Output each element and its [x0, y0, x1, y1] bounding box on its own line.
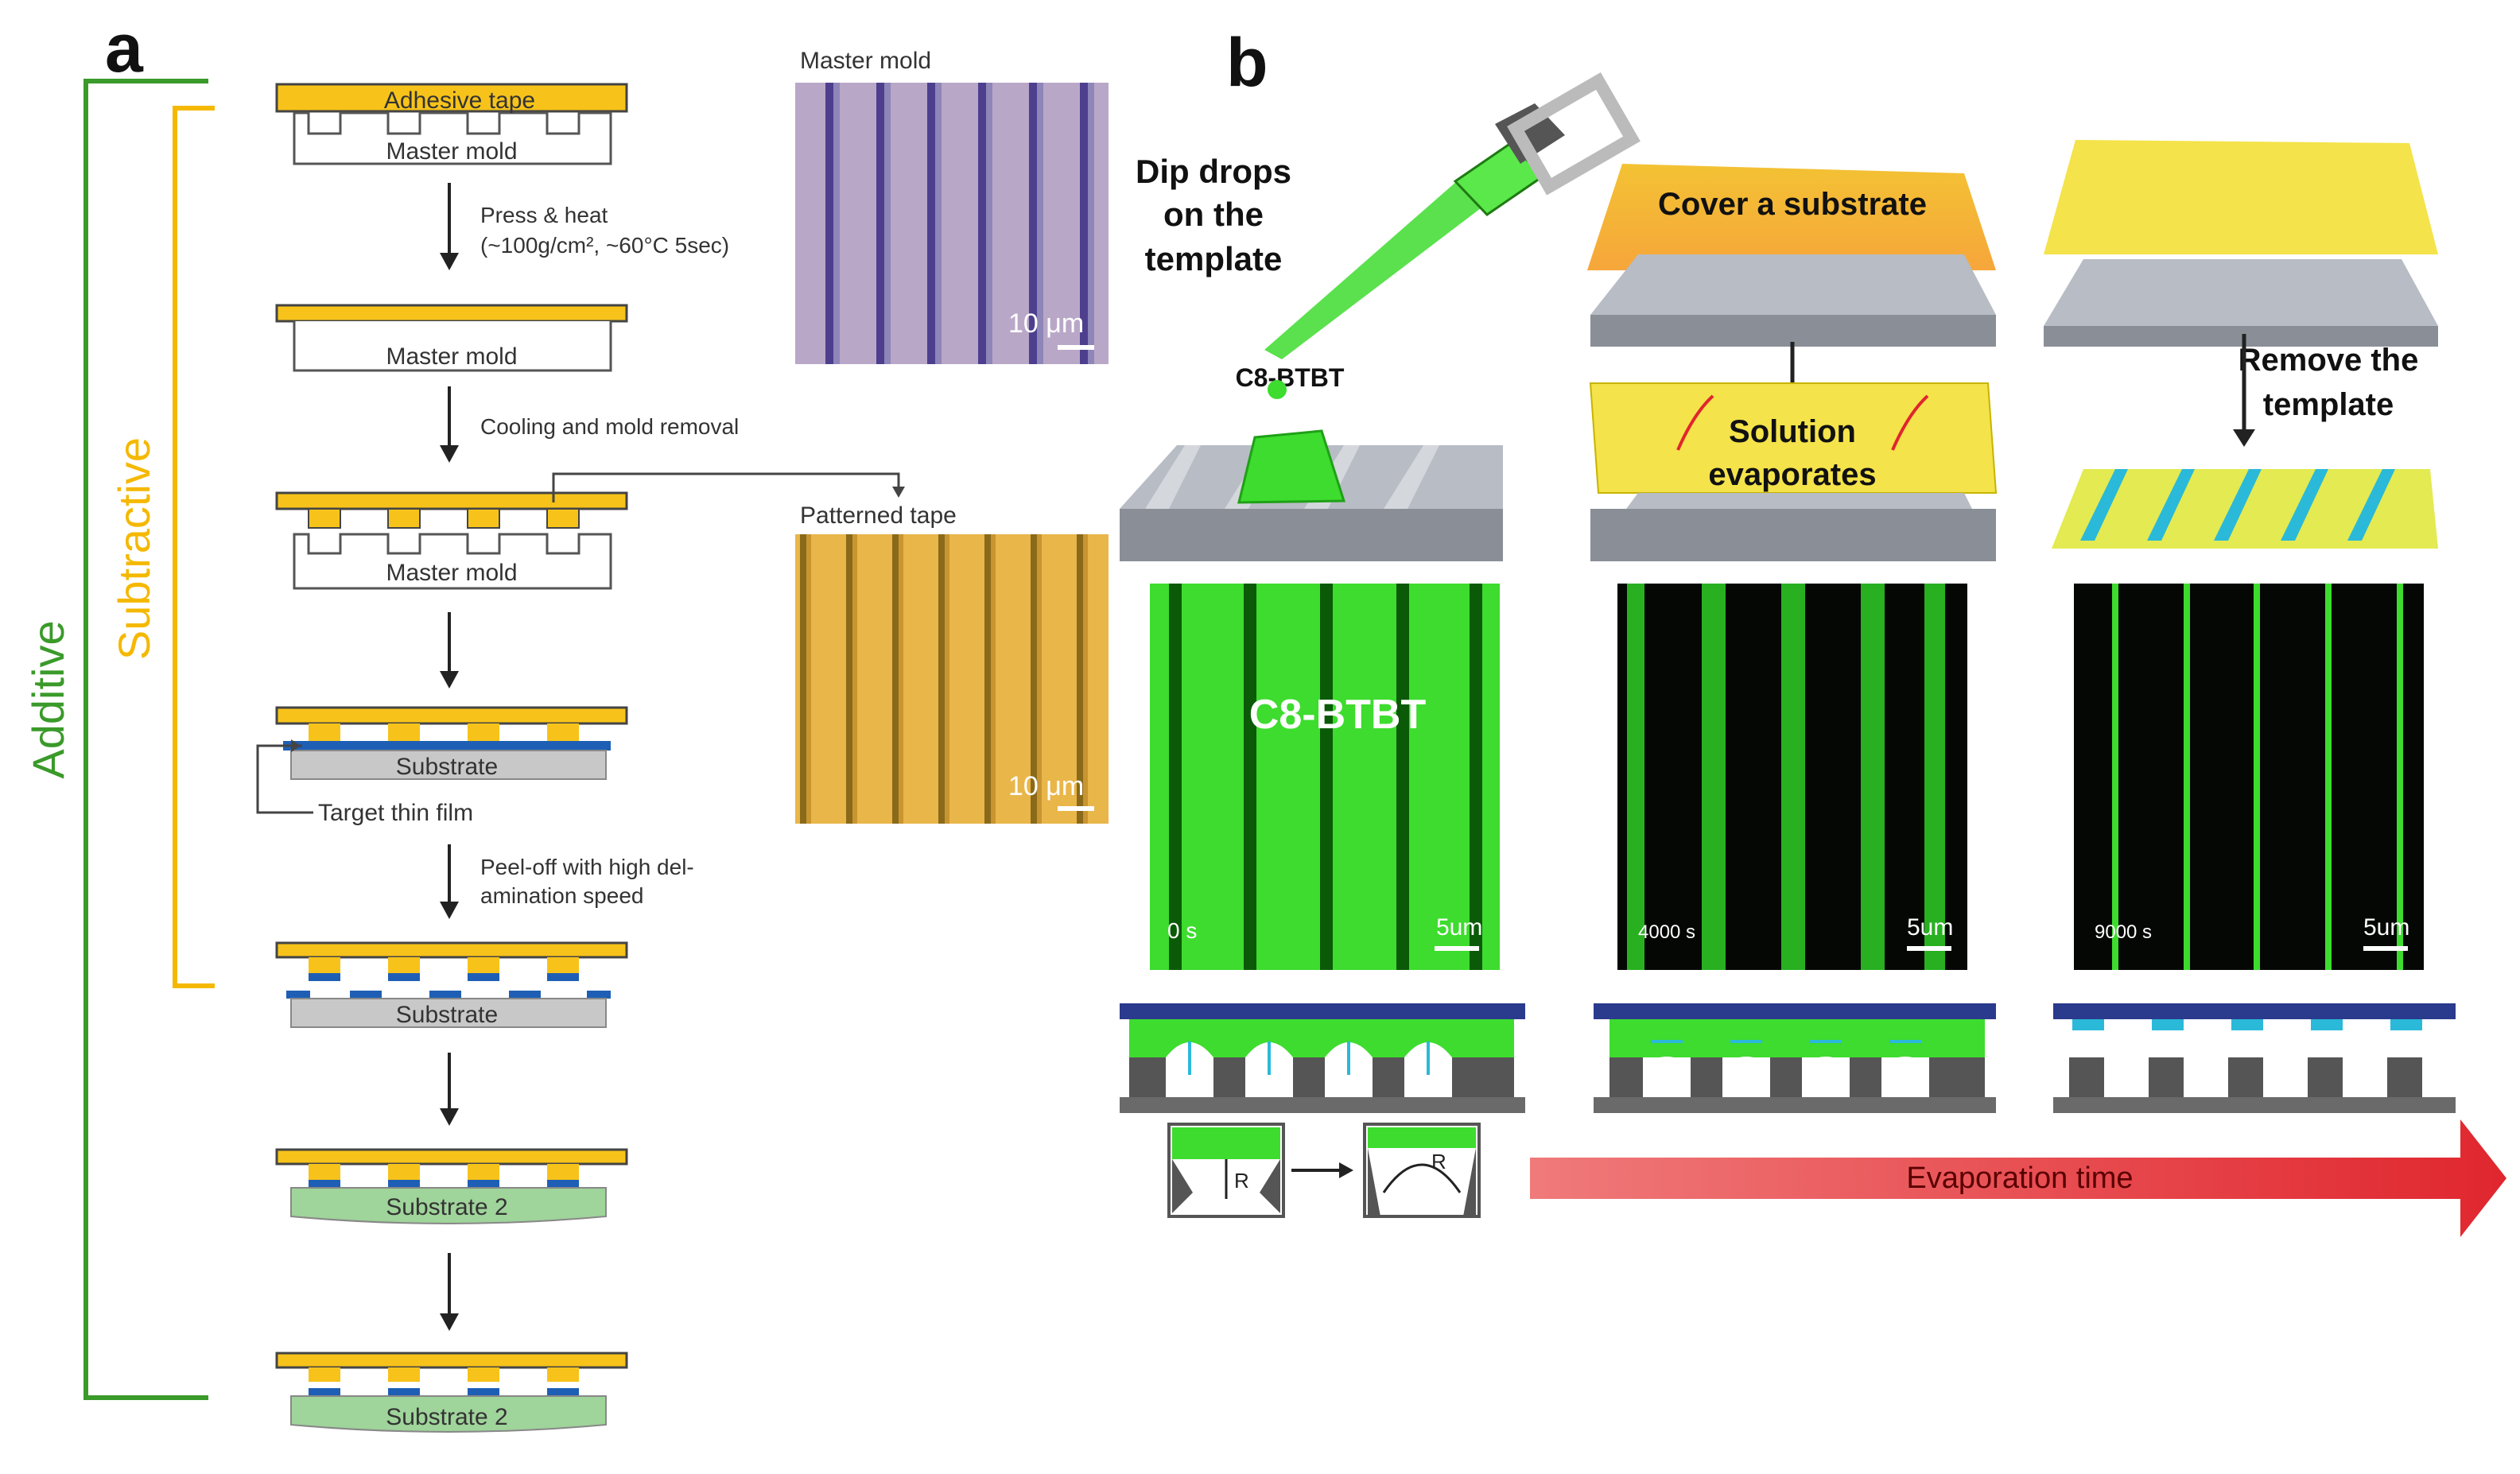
master-mold-label-1: Master mold: [386, 138, 517, 165]
cover-label: Cover a substrate: [1658, 187, 1927, 222]
time-9000s: 9000 s: [2095, 921, 2152, 943]
fluor-image-9000s: [2074, 584, 2424, 970]
panel-b-letter: b: [1226, 25, 1268, 101]
micro1-scale-bar: [1058, 345, 1094, 350]
scale-4000s: 5um: [1907, 914, 1953, 941]
down-arrow-6: [440, 1253, 459, 1331]
green-drop: [1268, 380, 1287, 399]
micro1-scale: 10 μm: [1008, 308, 1084, 339]
pipette-icon: [1264, 72, 1641, 359]
micro2-title: Patterned tape: [800, 502, 957, 529]
substrate-label-2: Substrate: [396, 1002, 498, 1028]
evap-line1: Solution: [1729, 414, 1856, 449]
patterned-crystals: [2052, 469, 2438, 549]
master-mold-micrograph: [795, 83, 1109, 364]
additive-label: Additive: [23, 620, 73, 778]
step7-final: [275, 1352, 628, 1433]
master-mold-label-3: Master mold: [386, 560, 517, 586]
micro1-title: Master mold: [800, 48, 931, 74]
step1-label: Press & heat: [480, 203, 608, 227]
step1-tape-on-mold: [275, 83, 628, 165]
meniscus-inset-2: [1363, 1123, 1481, 1218]
step5-peeled: [275, 941, 628, 1028]
template-2: [1587, 164, 1996, 347]
adhesive-tape-label: Adhesive tape: [384, 87, 535, 114]
cross-section-4000s: [1594, 1003, 1996, 1113]
fluor-image-4000s: [1617, 584, 1967, 970]
scale-9000s: 5um: [2363, 914, 2409, 941]
down-arrow-1: [440, 183, 459, 270]
additive-bracket: [83, 79, 208, 1400]
target-film-label: Target thin film: [318, 800, 473, 826]
drop-material-label: C8-BTBT: [1236, 363, 1345, 392]
template-2-evaporate: [1589, 382, 1998, 561]
template-3-cover: [2044, 140, 2438, 347]
step4-label-line2: amination speed: [480, 883, 643, 908]
down-arrow-3: [440, 612, 459, 689]
down-arrow-5: [440, 1053, 459, 1126]
step4-tape-on-substrate: [275, 706, 628, 780]
fluor-material-label: C8-BTBT: [1249, 692, 1427, 738]
down-arrow-4: [440, 844, 459, 919]
radius-label-1: R: [1234, 1169, 1249, 1193]
evaporation-time-label: Evaporation time: [1906, 1162, 2133, 1195]
patterned-tape-micrograph: [795, 534, 1109, 824]
fluor-image-0s: [1150, 584, 1500, 970]
scale-0s: 5um: [1436, 914, 1482, 941]
cross-section-0s: [1120, 1003, 1525, 1113]
step6-substrate2: [275, 1148, 628, 1224]
subtractive-label: Subtractive: [109, 437, 159, 660]
substrate2-label-1: Substrate 2: [386, 1194, 507, 1220]
panel-a-letter: a: [105, 10, 144, 87]
meniscus-inset-1: [1167, 1123, 1285, 1218]
dip-line3: template: [1145, 240, 1283, 277]
micro2-scale-bar: [1058, 806, 1094, 811]
time-0s: 0 s: [1167, 918, 1197, 943]
master-mold-label-2: Master mold: [386, 343, 517, 370]
down-arrow-2: [440, 386, 459, 463]
cross-section-9000s: [2053, 1003, 2456, 1113]
dip-line1: Dip drops: [1136, 153, 1291, 190]
patterned-tape-connector: [552, 472, 905, 502]
inset-arrow: [1291, 1162, 1353, 1178]
step1-detail: (~100g/cm², ~60°C 5sec): [480, 233, 729, 258]
remove-line1: Remove the: [2238, 343, 2419, 378]
target-film-pointer: [256, 739, 313, 814]
substrate-label-1: Substrate: [396, 754, 498, 780]
micro2-scale: 10 μm: [1008, 771, 1084, 801]
step2-pressed: [275, 304, 628, 372]
step3-patterned-tape: [275, 491, 628, 590]
remove-line2: template: [2263, 387, 2394, 422]
evaporation-time-arrow: [1530, 1119, 2506, 1237]
step2-label: Cooling and mold removal: [480, 414, 739, 439]
step4-label-line1: Peel-off with high del-: [480, 855, 694, 879]
template-1: [1120, 429, 1503, 561]
dip-line2: on the: [1163, 196, 1264, 233]
radius-label-2: R: [1431, 1150, 1446, 1173]
substrate2-label-2: Substrate 2: [386, 1404, 507, 1430]
evap-line2: evaporates: [1708, 457, 1876, 492]
remove-down-arrow: [2233, 334, 2255, 447]
subtractive-bracket: [173, 106, 215, 988]
time-4000s: 4000 s: [1638, 921, 1695, 943]
